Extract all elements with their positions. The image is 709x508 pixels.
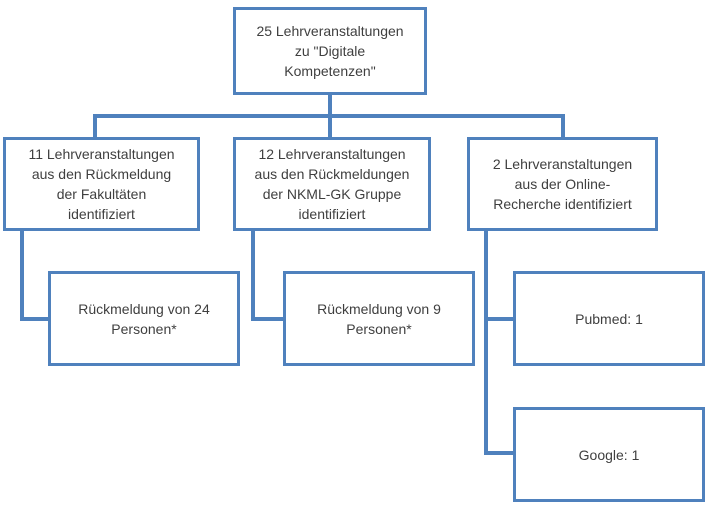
connector-main-horizontal [93,114,565,118]
node-feedback-9-persons: Rückmeldung von 9 Personen* [283,271,475,366]
connector-faculty-elbow-h [20,317,48,321]
connector-nkml-elbow-v [251,229,255,321]
connector-online-google-stub [484,451,513,455]
node-total-courses: 25 Lehrveranstaltungen zu "Digitale Komp… [233,7,427,95]
connector-online-elbow-v [484,229,488,455]
node-google-count: Google: 1 [513,407,705,502]
connector-online-pubmed-stub [484,317,513,321]
node-online-research-courses: 2 Lehrveranstaltungen aus der Online- Re… [467,137,658,231]
connector-nkml-elbow-h [251,317,283,321]
node-faculty-feedback-courses: 11 Lehrveranstaltungen aus den Rückmeldu… [3,137,200,231]
connector-right-drop [561,114,565,137]
node-feedback-24-persons: Rückmeldung von 24 Personen* [48,271,240,366]
node-nkml-gk-group-courses: 12 Lehrveranstaltungen aus den Rückmeldu… [233,137,431,231]
connector-faculty-elbow-v [20,229,24,321]
connector-left-drop [93,114,97,137]
node-pubmed-count: Pubmed: 1 [513,271,705,366]
